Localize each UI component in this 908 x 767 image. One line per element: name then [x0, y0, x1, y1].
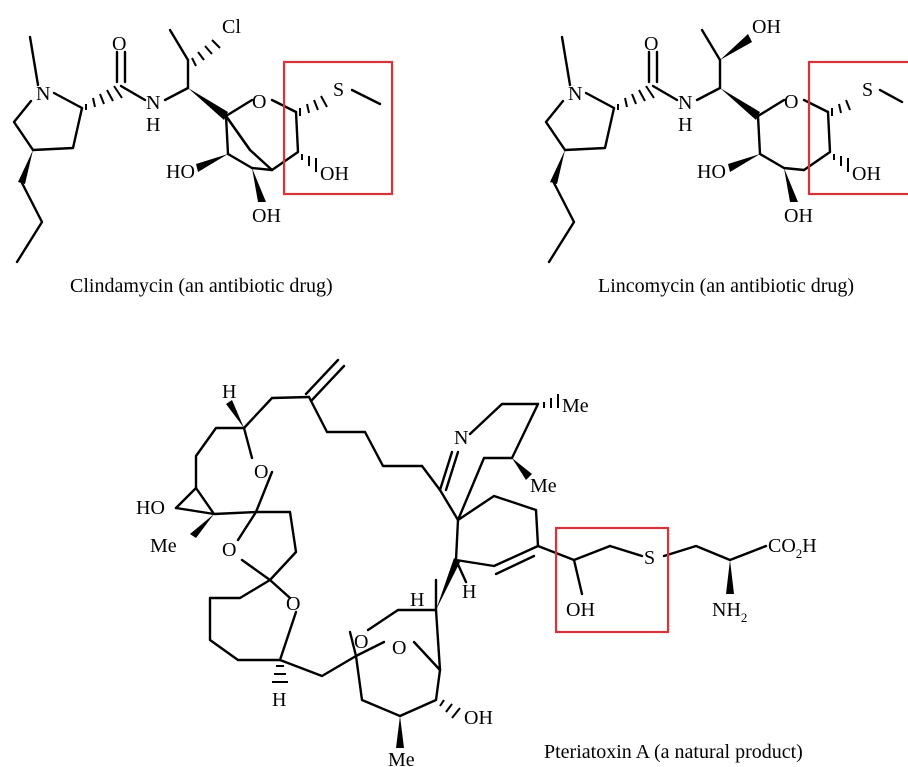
atom-h-top: H	[222, 381, 236, 403]
atom-nh-h: H	[146, 114, 160, 136]
atom-ho-left: HO	[697, 161, 726, 183]
caption-pteriatoxin: Pteriatoxin A (a natural product)	[544, 741, 803, 763]
hash-bond	[543, 394, 559, 408]
clindamycin-structure: N O N H Cl O S HO OH OH Clindamycin (an …	[12, 16, 394, 297]
atom-co2h: CO2H	[768, 535, 817, 561]
atom-oh-right: OH	[320, 163, 349, 185]
lincomycin-structure: N O N H OH O S HO OH OH Lincomycin (an a…	[544, 16, 908, 297]
atom-h-center2: H	[462, 581, 476, 603]
hash-bond	[85, 85, 123, 110]
atom-o-ring: O	[784, 91, 798, 113]
hash-bond	[831, 99, 851, 116]
highlight-box-pteriatoxin	[554, 526, 670, 634]
atom-me-mid: Me	[530, 475, 557, 497]
atom-ho-left: HO	[166, 161, 195, 183]
atom-oh-right: OH	[852, 163, 881, 185]
hash-bond	[299, 95, 328, 116]
atom-h-center: H	[410, 589, 424, 611]
hash-bond	[301, 154, 317, 172]
atom-nh-n: N	[146, 92, 160, 114]
atom-oh-bottom: OH	[784, 205, 813, 227]
atom-o-bicyclic-right: O	[392, 637, 406, 659]
atom-oh-bottom: OH	[252, 205, 281, 227]
hash-bond	[191, 39, 221, 67]
atom-h-bottom: H	[272, 689, 286, 711]
atom-n: N	[36, 83, 50, 105]
atom-me-left: Me	[150, 535, 177, 557]
caption-clindamycin: Clindamycin (an antibiotic drug)	[70, 275, 333, 297]
atom-n: N	[568, 83, 582, 105]
atom-ho: HO	[136, 497, 165, 519]
atom-me-top: Me	[562, 395, 589, 417]
atom-oh-side: OH	[566, 599, 595, 621]
atom-o-carbonyl: O	[644, 33, 658, 55]
hash-bond	[617, 85, 655, 110]
atom-o-pyran: O	[254, 461, 268, 483]
atom-nh2: NH2	[712, 599, 747, 625]
atom-o-bicyclic-left: O	[354, 631, 368, 653]
atom-s: S	[644, 547, 655, 569]
pteriatoxin-structure: H O HO Me O O H N Me Me H H O O OH Me OH…	[136, 358, 817, 767]
atom-me-bottom: Me	[388, 749, 415, 767]
atom-s: S	[333, 79, 344, 101]
atom-o-ring: O	[252, 91, 266, 113]
hash-bond	[833, 154, 849, 172]
atom-o-furan: O	[222, 539, 236, 561]
atom-n-imine: N	[454, 427, 468, 449]
hash-bond	[272, 665, 288, 683]
atom-s: S	[862, 79, 873, 101]
hash-bond	[439, 699, 461, 719]
atom-o-carbonyl: O	[112, 33, 126, 55]
caption-lincomycin: Lincomycin (an antibiotic drug)	[598, 275, 854, 297]
atom-oh-top: OH	[752, 16, 781, 38]
atom-oh-bottom: OH	[464, 707, 493, 729]
atom-nh-h: H	[678, 114, 692, 136]
highlight-box-clindamycin	[282, 60, 394, 196]
highlight-box-lincomycin	[807, 60, 908, 196]
atom-o-pyran2: O	[286, 593, 300, 615]
atom-nh-n: N	[678, 92, 692, 114]
atom-cl: Cl	[222, 16, 241, 38]
